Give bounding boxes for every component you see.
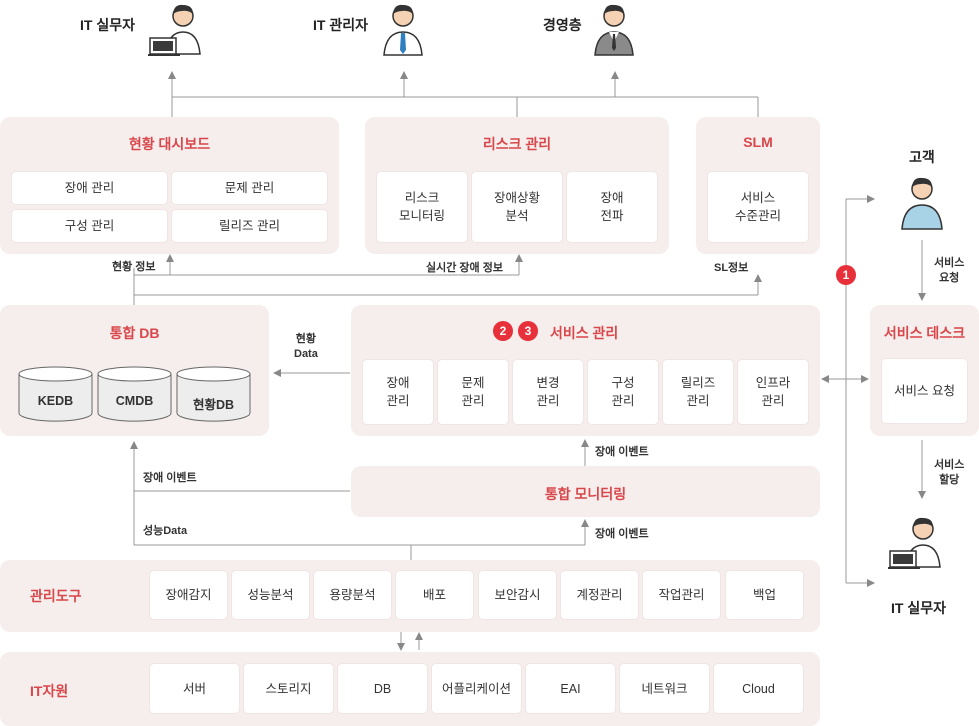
- it-resource-item[interactable]: DB: [338, 664, 427, 713]
- database-icon: [97, 366, 172, 422]
- label-realtime-incident: 실시간 장애 정보: [426, 262, 503, 274]
- slm-item[interactable]: 서비스 수준관리: [708, 172, 808, 242]
- mgmt-tool-item[interactable]: 백업: [726, 571, 803, 619]
- step-badge: 1: [836, 265, 856, 285]
- role-it-practitioner-top: IT 실무자: [80, 17, 135, 33]
- risk-item[interactable]: 리스크 모니터링: [377, 172, 467, 242]
- person-laptop-icon: [888, 517, 941, 569]
- step-badge: 2: [493, 321, 513, 341]
- person-laptop-icon: [148, 4, 201, 56]
- dashboard-title: 현황 대시보드: [128, 136, 211, 152]
- mgmt-tools-title: 관리도구: [30, 588, 82, 604]
- db-label: CMDB: [115, 394, 154, 408]
- mgmt-tool-item[interactable]: 배포: [396, 571, 473, 619]
- it-resource-item[interactable]: 어플리케이션: [432, 664, 521, 713]
- label-status-data: 현황 Data: [294, 333, 318, 360]
- manager-person-icon: [383, 4, 423, 56]
- role-customer: 고객: [909, 149, 935, 165]
- it-resource-item[interactable]: 네트워크: [620, 664, 709, 713]
- mgmt-tool-item[interactable]: 계정관리: [561, 571, 638, 619]
- risk-item[interactable]: 장애 전파: [567, 172, 657, 242]
- service-mgmt-item[interactable]: 릴리즈 관리: [663, 360, 733, 424]
- risk-item[interactable]: 장애상황 분석: [472, 172, 562, 242]
- role-executive: 경영층: [543, 17, 582, 33]
- mgmt-tool-item[interactable]: 작업관리: [643, 571, 720, 619]
- it-resource-item[interactable]: EAI: [526, 664, 615, 713]
- label-service-request: 서비스 요청: [934, 257, 965, 284]
- step-badge: 3: [518, 321, 538, 341]
- mgmt-tool-item[interactable]: 성능분석: [232, 571, 309, 619]
- dashboard-item[interactable]: 구성 관리: [12, 210, 167, 242]
- label-incident-event: 장애 이벤트: [595, 446, 649, 458]
- dashboard-item[interactable]: 장애 관리: [12, 172, 167, 204]
- label-perf-data: 성능Data: [143, 525, 188, 537]
- mgmt-tool-item[interactable]: 장애감지: [150, 571, 227, 619]
- service-mgmt-title: 서비스 관리: [550, 325, 619, 341]
- integrated-db-title: 통합 DB: [109, 325, 160, 341]
- label-service-assign: 서비스 할당: [934, 459, 965, 486]
- executive-person-icon: [594, 4, 634, 56]
- it-resource-item[interactable]: 스토리지: [244, 664, 333, 713]
- label-incident-event: 장애 이벤트: [595, 528, 649, 540]
- it-resource-item[interactable]: Cloud: [714, 664, 803, 713]
- customer-person-icon: [901, 177, 943, 230]
- slm-title: SLM: [743, 134, 773, 150]
- label-sl-info: SL정보: [714, 262, 749, 274]
- service-desk-title: 서비스 데스크: [883, 325, 966, 341]
- role-it-practitioner-right: IT 실무자: [891, 600, 946, 616]
- service-desk-item[interactable]: 서비스 요청: [882, 359, 967, 423]
- it-resources-title: IT자원: [30, 683, 69, 699]
- service-mgmt-item[interactable]: 변경 관리: [513, 360, 583, 424]
- mgmt-tool-item[interactable]: 용량분석: [314, 571, 391, 619]
- database-icon: [176, 366, 251, 422]
- db-label: KEDB: [37, 394, 74, 408]
- monitoring-title: 통합 모니터링: [544, 486, 627, 502]
- dashboard-item[interactable]: 릴리즈 관리: [172, 210, 327, 242]
- monitoring-panel: [351, 466, 820, 517]
- service-mgmt-item[interactable]: 장애 관리: [363, 360, 433, 424]
- service-mgmt-item[interactable]: 문제 관리: [438, 360, 508, 424]
- label-status-info: 현황 정보: [112, 261, 156, 273]
- role-it-manager: IT 관리자: [313, 17, 368, 33]
- db-label: 현황DB: [192, 398, 235, 412]
- service-mgmt-item[interactable]: 구성 관리: [588, 360, 658, 424]
- label-incident-event: 장애 이벤트: [143, 472, 197, 484]
- dashboard-item[interactable]: 문제 관리: [172, 172, 327, 204]
- database-icon: [18, 366, 93, 422]
- mgmt-tool-item[interactable]: 보안감시: [479, 571, 556, 619]
- service-mgmt-item[interactable]: 인프라 관리: [738, 360, 808, 424]
- it-resource-item[interactable]: 서버: [150, 664, 239, 713]
- risk-title: 리스크 관리: [482, 136, 552, 152]
